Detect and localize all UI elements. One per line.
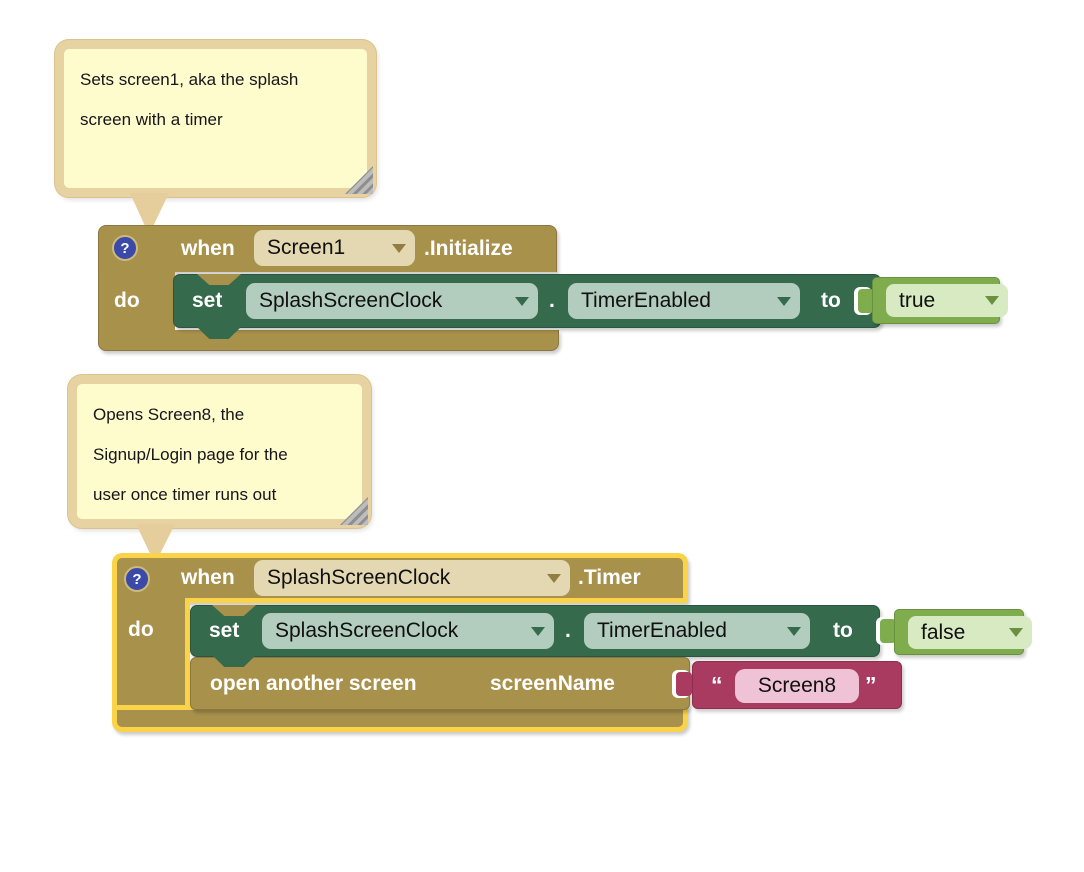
chevron-down-icon [515,296,529,306]
logic-value-dropdown[interactable]: false [908,616,1032,649]
text-field[interactable]: Screen8 [735,669,859,703]
property-dropdown[interactable]: TimerEnabled [568,283,800,319]
help-question-icon[interactable]: ? [112,235,138,261]
stack-tab [212,655,256,667]
property-dropdown-value: TimerEnabled [581,289,711,312]
set-label: set [209,619,240,642]
value-plug [880,619,896,643]
when-block-left-column[interactable] [112,598,190,710]
do-label: do [128,618,154,641]
do-label: do [114,289,140,312]
set-label: set [192,289,223,312]
text-field-value: Screen8 [757,674,837,697]
when-label: when [181,237,235,260]
comment-line: Opens Screen8, the [93,405,245,424]
chevron-down-icon [531,626,545,636]
chevron-down-icon [985,296,999,305]
comment-line: Signup/Login page for the [93,445,288,464]
chevron-down-icon [1009,628,1023,637]
comment-bubble-open-screen[interactable]: Opens Screen8, the Signup/Login page for… [68,375,371,528]
component-dropdown-value: SplashScreenClock [259,289,443,312]
value-plug [676,672,692,696]
component-dropdown[interactable]: SplashScreenClock [254,560,570,596]
help-question-icon[interactable]: ? [124,566,150,592]
component-dropdown-value: SplashScreenClock [275,619,459,642]
chevron-down-icon [547,573,561,583]
comment-text: Opens Screen8, the Signup/Login page for… [93,395,288,515]
chevron-down-icon [777,296,791,306]
to-label: to [821,289,841,312]
text-string-block[interactable]: “ Screen8 ” [692,661,902,709]
comment-line: screen with a timer [80,110,223,129]
property-dropdown-value: TimerEnabled [597,619,727,642]
component-dropdown-value: Screen1 [267,236,346,259]
component-dropdown[interactable]: Screen1 [254,230,415,266]
event-label: .Timer [578,566,641,589]
logic-value-dropdown[interactable]: true [886,284,1008,317]
close-quote: ” [865,672,877,698]
logic-false-block[interactable]: false [894,609,1032,655]
when-block-bottom-bar[interactable] [98,330,559,351]
comment-text: Sets screen1, aka the splash screen with… [80,60,298,140]
property-dropdown[interactable]: TimerEnabled [584,613,810,649]
component-dropdown[interactable]: SplashScreenClock [262,613,554,649]
stack-notch [212,605,256,616]
screen-name-param-label: screenName [490,672,615,695]
component-dropdown[interactable]: SplashScreenClock [246,283,538,319]
logic-true-block[interactable]: true [872,277,1008,324]
stack-tab [197,327,241,339]
component-dropdown-value: SplashScreenClock [267,566,451,589]
open-screen-block[interactable] [190,657,690,710]
chevron-down-icon [787,626,801,636]
comment-line: user once timer runs out [93,485,277,504]
when-label: when [181,566,235,589]
value-plug [858,289,874,313]
dot-separator: . [549,289,555,312]
comment-line: Sets screen1, aka the splash [80,70,299,89]
comment-bubble-splash[interactable]: Sets screen1, aka the splash screen with… [55,40,376,197]
chevron-down-icon [392,243,406,253]
open-quote: “ [711,672,723,698]
logic-value: true [899,288,936,312]
to-label: to [833,619,853,642]
stack-notch [197,274,241,285]
dot-separator: . [565,619,571,642]
when-block-left-column[interactable] [98,272,175,330]
open-screen-label: open another screen [210,672,417,695]
logic-value: false [921,620,966,644]
event-label: .Initialize [424,237,513,260]
